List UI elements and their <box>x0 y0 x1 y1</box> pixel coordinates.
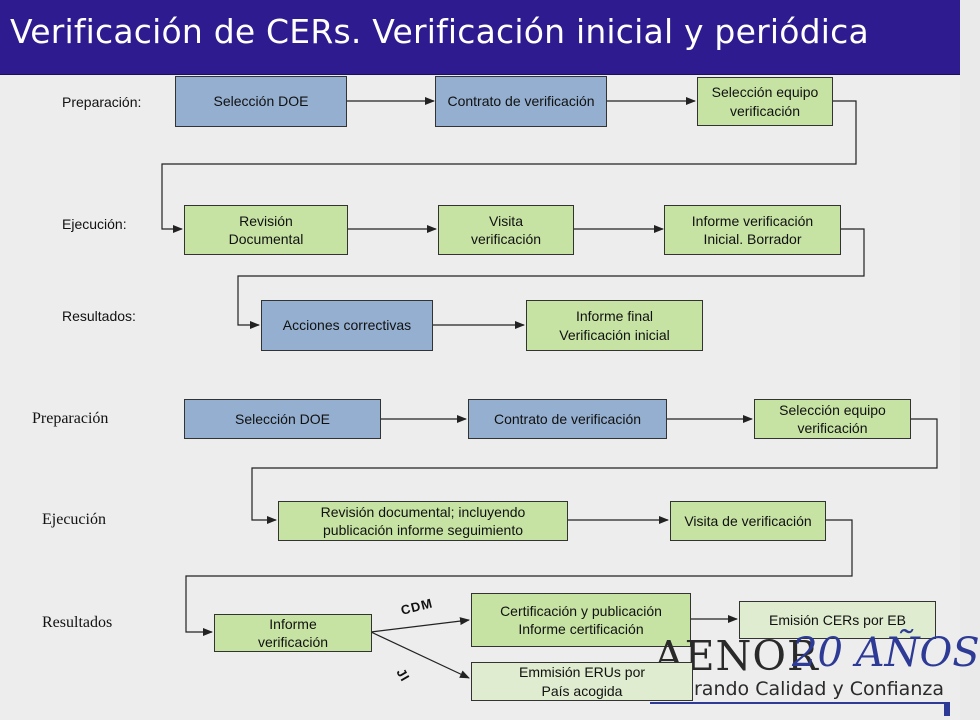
phase-label-preparacion-periodic: Preparación <box>32 410 109 427</box>
box-p-emision-erus: Emmisión ERUs por País acogida <box>471 662 693 701</box>
phase-label-ejecucion-periodic: Ejecución <box>42 511 106 528</box>
box-seleccion-equipo: Selección equipo verificación <box>697 77 833 126</box>
box-seleccion-doe: Selección DOE <box>175 76 347 127</box>
box-p-seleccion-doe: Selección DOE <box>184 399 381 439</box>
box-visita-verificacion: Visita verificación <box>438 205 574 255</box>
phase-label-preparacion-initial: Preparación: <box>62 94 142 110</box>
phase-label-resultados-initial: Resultados: <box>62 308 136 324</box>
box-acciones-correctivas: Acciones correctivas <box>261 300 433 351</box>
phase-label-resultados-periodic: Resultados <box>42 614 113 631</box>
title-bar: Verificación de CERs. Verificación inici… <box>0 0 960 75</box>
logo-tagline: rando Calidad y Confianza <box>694 678 944 700</box>
box-p-revision-documental: Revisión documental; incluyendo publicac… <box>278 501 568 541</box>
logo-underline <box>650 702 950 704</box>
box-contrato-verificacion: Contrato de verificación <box>435 76 607 127</box>
box-revision-documental: Revisión Documental <box>184 205 348 255</box>
connector-layer <box>161 97 938 679</box>
slide-title: Verificación de CERs. Verificación inici… <box>10 12 869 51</box>
connector-equipo-to-revision <box>161 100 857 233</box>
box-p-contrato-verificacion: Contrato de verificación <box>468 399 667 439</box>
arrow-p-informe-to-certificacion <box>370 617 470 633</box>
logo-years: 20 AÑOS <box>792 630 980 676</box>
logo-accent-mark <box>944 702 950 716</box>
phase-label-ejecucion-initial: Ejecución: <box>62 216 127 232</box>
connector-informe-to-acciones <box>237 228 865 329</box>
connector-p-visita-to-informe <box>185 519 853 636</box>
box-p-certificacion: Certificación y publicación Informe cert… <box>471 593 691 647</box>
box-p-emision-cers: Emisión CERs por EB <box>739 601 936 639</box>
connector-p-equipo-to-revision <box>251 418 938 524</box>
box-p-visita-verificacion: Visita de verificación <box>670 501 826 541</box>
box-p-informe-verificacion: Informe verificación <box>214 614 372 652</box>
box-p-seleccion-equipo: Selección equipo verificación <box>754 399 911 439</box>
box-informe-borrador: Informe verificación Inicial. Borrador <box>664 205 841 255</box>
box-informe-final: Informe final Verificación inicial <box>526 300 703 351</box>
arrow-p-informe-to-erus <box>370 631 470 679</box>
